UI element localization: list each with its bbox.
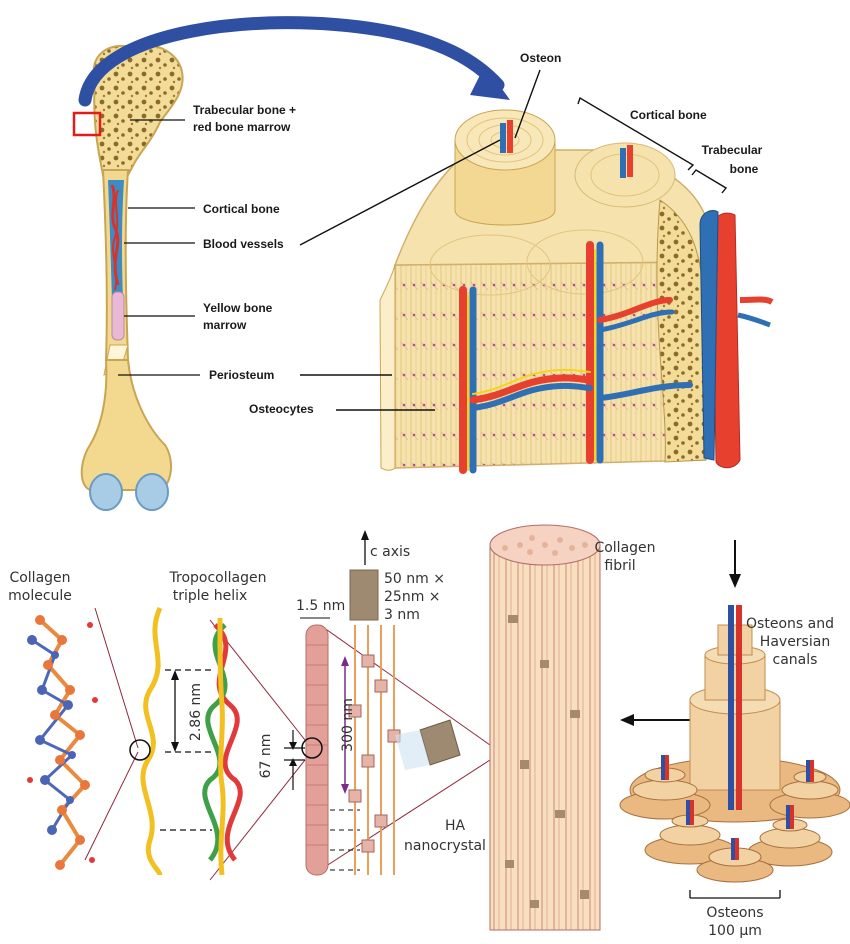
label-trabecular-2: red bone marrow — [193, 120, 291, 134]
label-osteocytes: Osteocytes — [249, 402, 314, 416]
tropocollagen-rod — [306, 625, 328, 875]
label-fibril-1: Collagen — [594, 540, 655, 556]
scale-bar — [690, 890, 780, 898]
label-osteons-scale-1: Osteons — [706, 905, 763, 921]
label-blood-vessels: Blood vessels — [203, 237, 284, 251]
label-osteons-canals-1: Osteons and — [746, 616, 834, 632]
period-dim — [284, 730, 305, 790]
label-crystal-dim-1: 50 nm × — [384, 571, 445, 587]
label-collagen-molecule-2: molecule — [8, 588, 72, 604]
label-trabecular-block-2: bone — [730, 162, 759, 176]
label-ha-2: nanocrystal — [404, 838, 486, 854]
label-cortical-block: Cortical bone — [630, 108, 707, 122]
label-osteons-canals-2: Haversian — [760, 634, 830, 650]
collagen-molecule-model — [27, 615, 98, 870]
label-crystal-dim-2: 25nm × — [384, 589, 441, 605]
label-tropocollagen-2: triple helix — [173, 588, 248, 604]
label-osteon: Osteon — [520, 51, 561, 65]
label-ha-1: HA — [445, 818, 466, 834]
femur-illustration — [74, 45, 183, 510]
label-spacing: 300 nm — [340, 698, 356, 752]
label-cortical-femur: Cortical bone — [203, 202, 280, 216]
strand-zoom-circle — [130, 740, 150, 760]
label-c-axis: c axis — [370, 544, 410, 560]
label-yellow-1: Yellow bone — [203, 301, 273, 315]
label-helix-pitch: 2.86 nm — [188, 683, 204, 741]
label-collagen-molecule-1: Collagen — [9, 570, 70, 586]
label-trabecular-1: Trabecular bone + — [193, 103, 296, 117]
label-periosteum: Periosteum — [209, 368, 274, 382]
label-crystal-dim-3: 3 nm — [384, 607, 420, 623]
dashed-guides — [160, 670, 212, 830]
label-fibril-2: fibril — [604, 558, 635, 574]
cortical-block-illustration — [380, 110, 772, 470]
ha-crystal-icon — [350, 570, 378, 620]
label-osteons-scale-2: 100 μm — [708, 923, 762, 939]
triple-helix — [205, 618, 241, 875]
label-period: 67 nm — [258, 734, 274, 779]
label-trabecular-block-1: Trabecular — [702, 143, 763, 157]
label-diameter: 1.5 nm — [296, 598, 345, 614]
label-yellow-2: marrow — [203, 318, 247, 332]
label-tropocollagen-1: Tropocollagen — [169, 570, 267, 586]
collagen-fibril — [490, 525, 600, 930]
label-osteons-canals-3: canals — [773, 652, 818, 668]
